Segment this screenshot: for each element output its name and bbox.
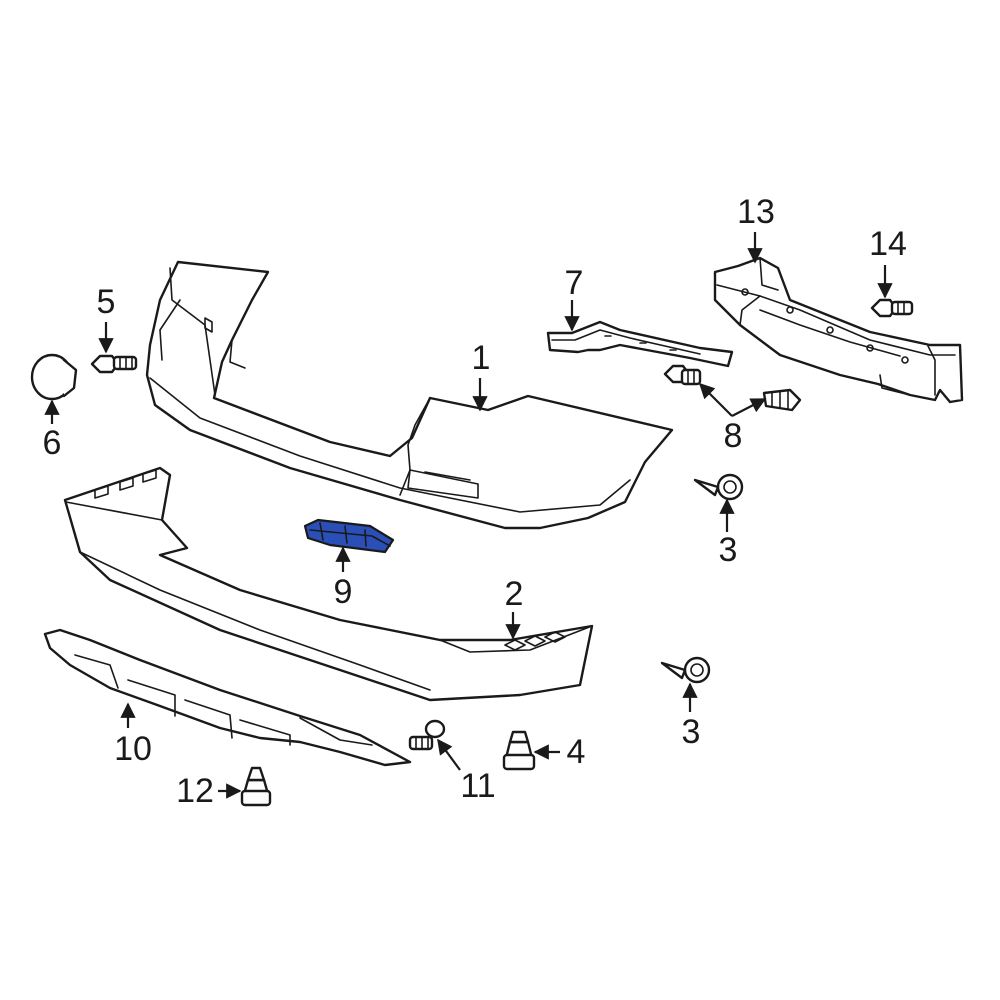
callout-arrows (44, 232, 893, 799)
callout-6: 6 (43, 424, 62, 462)
bolt-lower[interactable] (408, 719, 446, 751)
callout-7: 7 (565, 264, 584, 302)
retainer-clip-upper[interactable] (693, 473, 744, 501)
callout-12: 12 (176, 772, 214, 810)
callout-10: 10 (114, 730, 152, 768)
callout-3-upper: 3 (719, 531, 738, 569)
nut[interactable] (502, 730, 536, 771)
bolt-pair[interactable] (663, 364, 802, 412)
arrow-8b (731, 398, 767, 417)
callout-3-lower: 3 (682, 713, 701, 751)
screw-left[interactable] (90, 354, 138, 374)
callout-5: 5 (97, 283, 116, 321)
callout-4: 4 (567, 733, 586, 771)
arrow-8a (698, 382, 733, 417)
lower-bumper-cover[interactable] (63, 466, 594, 702)
arrow-11 (437, 738, 461, 771)
callout-labels: 1 2 3 3 4 5 6 7 8 9 10 11 12 13 14 (43, 193, 907, 810)
bracket[interactable] (546, 320, 734, 368)
retainer-clip-lower[interactable] (660, 656, 711, 684)
callout-11: 11 (460, 767, 495, 805)
bumper-cover[interactable] (145, 260, 674, 530)
cap[interactable] (30, 353, 78, 401)
highlighted-part-9[interactable] (303, 518, 395, 554)
reinforcement-beam[interactable] (713, 256, 964, 404)
callout-13: 13 (737, 193, 775, 231)
lower-valance[interactable] (43, 628, 412, 767)
callout-1: 1 (472, 339, 491, 377)
callout-8: 8 (724, 417, 743, 455)
callout-14: 14 (869, 225, 907, 263)
callout-9: 9 (334, 573, 353, 611)
bolt-upper-right[interactable] (870, 298, 914, 318)
nut-lower[interactable] (240, 766, 272, 807)
callout-2: 2 (505, 575, 524, 613)
